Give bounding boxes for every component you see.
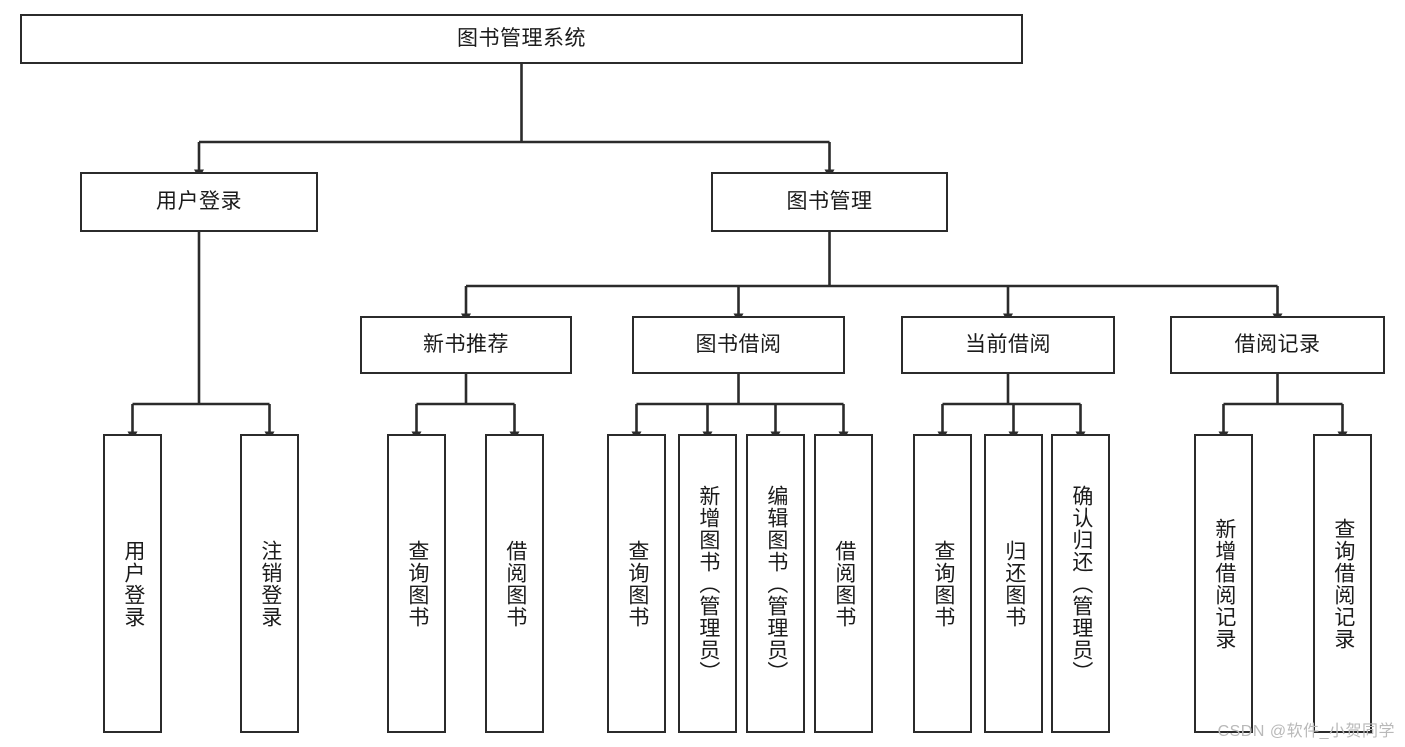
node-new-book-recommend[interactable]: 新书推荐 [360,316,572,374]
node-leaf-query-borrow-record[interactable]: 查询借阅记录 [1313,434,1372,733]
node-leaf-add-book-admin[interactable]: 新增图书（管理员） [678,434,737,733]
node-leaf-return-book[interactable]: 归还图书 [984,434,1043,733]
node-user-login[interactable]: 用户登录 [80,172,318,232]
node-leaf-add-borrow-record[interactable]: 新增借阅记录 [1194,434,1253,733]
node-label: 图书管理系统 [457,26,586,50]
node-label: 借阅记录 [1234,332,1321,356]
node-leaf-user-logout[interactable]: 注销登录 [240,434,299,733]
node-label: 图书管理 [786,189,873,213]
node-leaf-confirm-return-admin[interactable]: 确认归还（管理员） [1051,434,1110,733]
node-current-borrow[interactable]: 当前借阅 [901,316,1115,374]
node-leaf-query-book-current[interactable]: 查询图书 [913,434,972,733]
node-borrow-record[interactable]: 借阅记录 [1170,316,1385,374]
node-label: 图书借阅 [695,332,782,356]
node-label: 查询图书 [931,539,955,628]
node-leaf-borrow-book[interactable]: 借阅图书 [814,434,873,733]
connector-lines [127,64,1348,441]
node-root[interactable]: 图书管理系统 [20,14,1023,64]
node-label: 当前借阅 [965,332,1051,356]
node-label: 查询图书 [405,539,429,628]
node-leaf-edit-book-admin[interactable]: 编辑图书（管理员） [746,434,805,733]
watermark: CSDN @软件_小贺同学 [1217,723,1395,740]
node-label: 借阅图书 [503,539,527,628]
node-leaf-borrow-book-rec[interactable]: 借阅图书 [485,434,544,733]
node-label: 用户登录 [121,539,145,628]
node-label: 编辑图书（管理员） [764,484,788,683]
node-label: 新书推荐 [423,332,509,356]
node-label: 确认归还（管理员） [1069,484,1093,683]
node-label: 借阅图书 [832,539,856,628]
node-label: 查询图书 [625,539,649,628]
node-leaf-query-book-rec[interactable]: 查询图书 [387,434,446,733]
node-leaf-query-book-borrow[interactable]: 查询图书 [607,434,666,733]
node-label: 归还图书 [1002,539,1026,628]
node-label: 查询借阅记录 [1331,517,1355,650]
node-book-borrow[interactable]: 图书借阅 [632,316,845,374]
node-label: 新增图书（管理员） [696,484,720,683]
node-book-management[interactable]: 图书管理 [711,172,948,232]
node-leaf-user-login[interactable]: 用户登录 [103,434,162,733]
node-label: 新增借阅记录 [1212,517,1236,650]
node-label: 用户登录 [156,189,242,213]
node-label: 注销登录 [258,539,282,628]
